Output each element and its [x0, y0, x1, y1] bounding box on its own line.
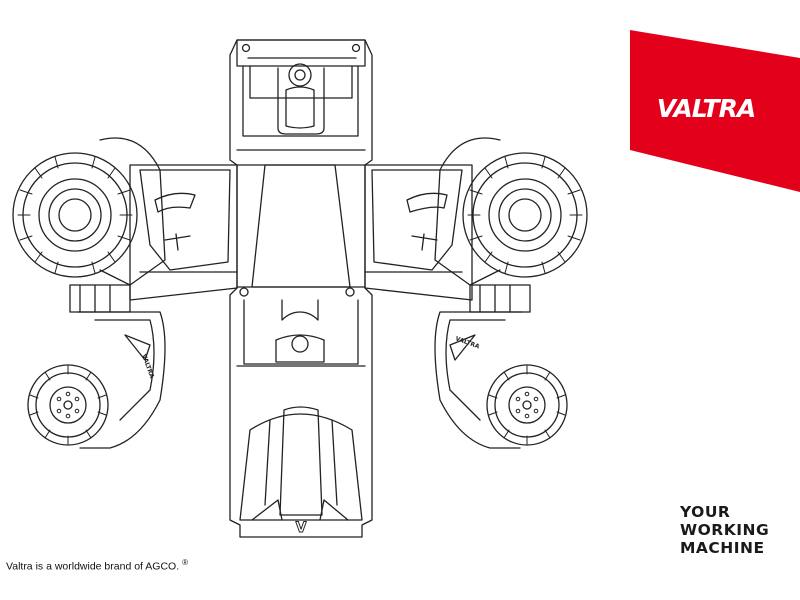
left-side-panel [129, 164, 238, 301]
right-side-panel [364, 164, 473, 301]
right-front-wheel: VALTRA [434, 311, 568, 449]
brand-banner: VALTRA [630, 30, 800, 192]
slogan-line-2: WORKING [680, 521, 770, 539]
hood-badge: V [296, 520, 307, 536]
footer-note: Valtra is a worldwide brand of AGCO.® [6, 558, 188, 573]
slogan: YOUR WORKING MACHINE [680, 503, 790, 557]
center-body-net: V [229, 39, 373, 538]
left-front-wheel: VALTRA [27, 311, 166, 449]
slogan-line-3: MACHINE [680, 539, 765, 557]
right-rear-wheel [434, 137, 588, 313]
left-rear-wheel [12, 137, 166, 313]
registered-mark: ® [182, 558, 189, 567]
footer-text: Valtra is a worldwide brand of AGCO. [6, 560, 180, 573]
slogan-line-1: YOUR [680, 503, 731, 521]
brand-logo: VALTRA [657, 94, 755, 123]
